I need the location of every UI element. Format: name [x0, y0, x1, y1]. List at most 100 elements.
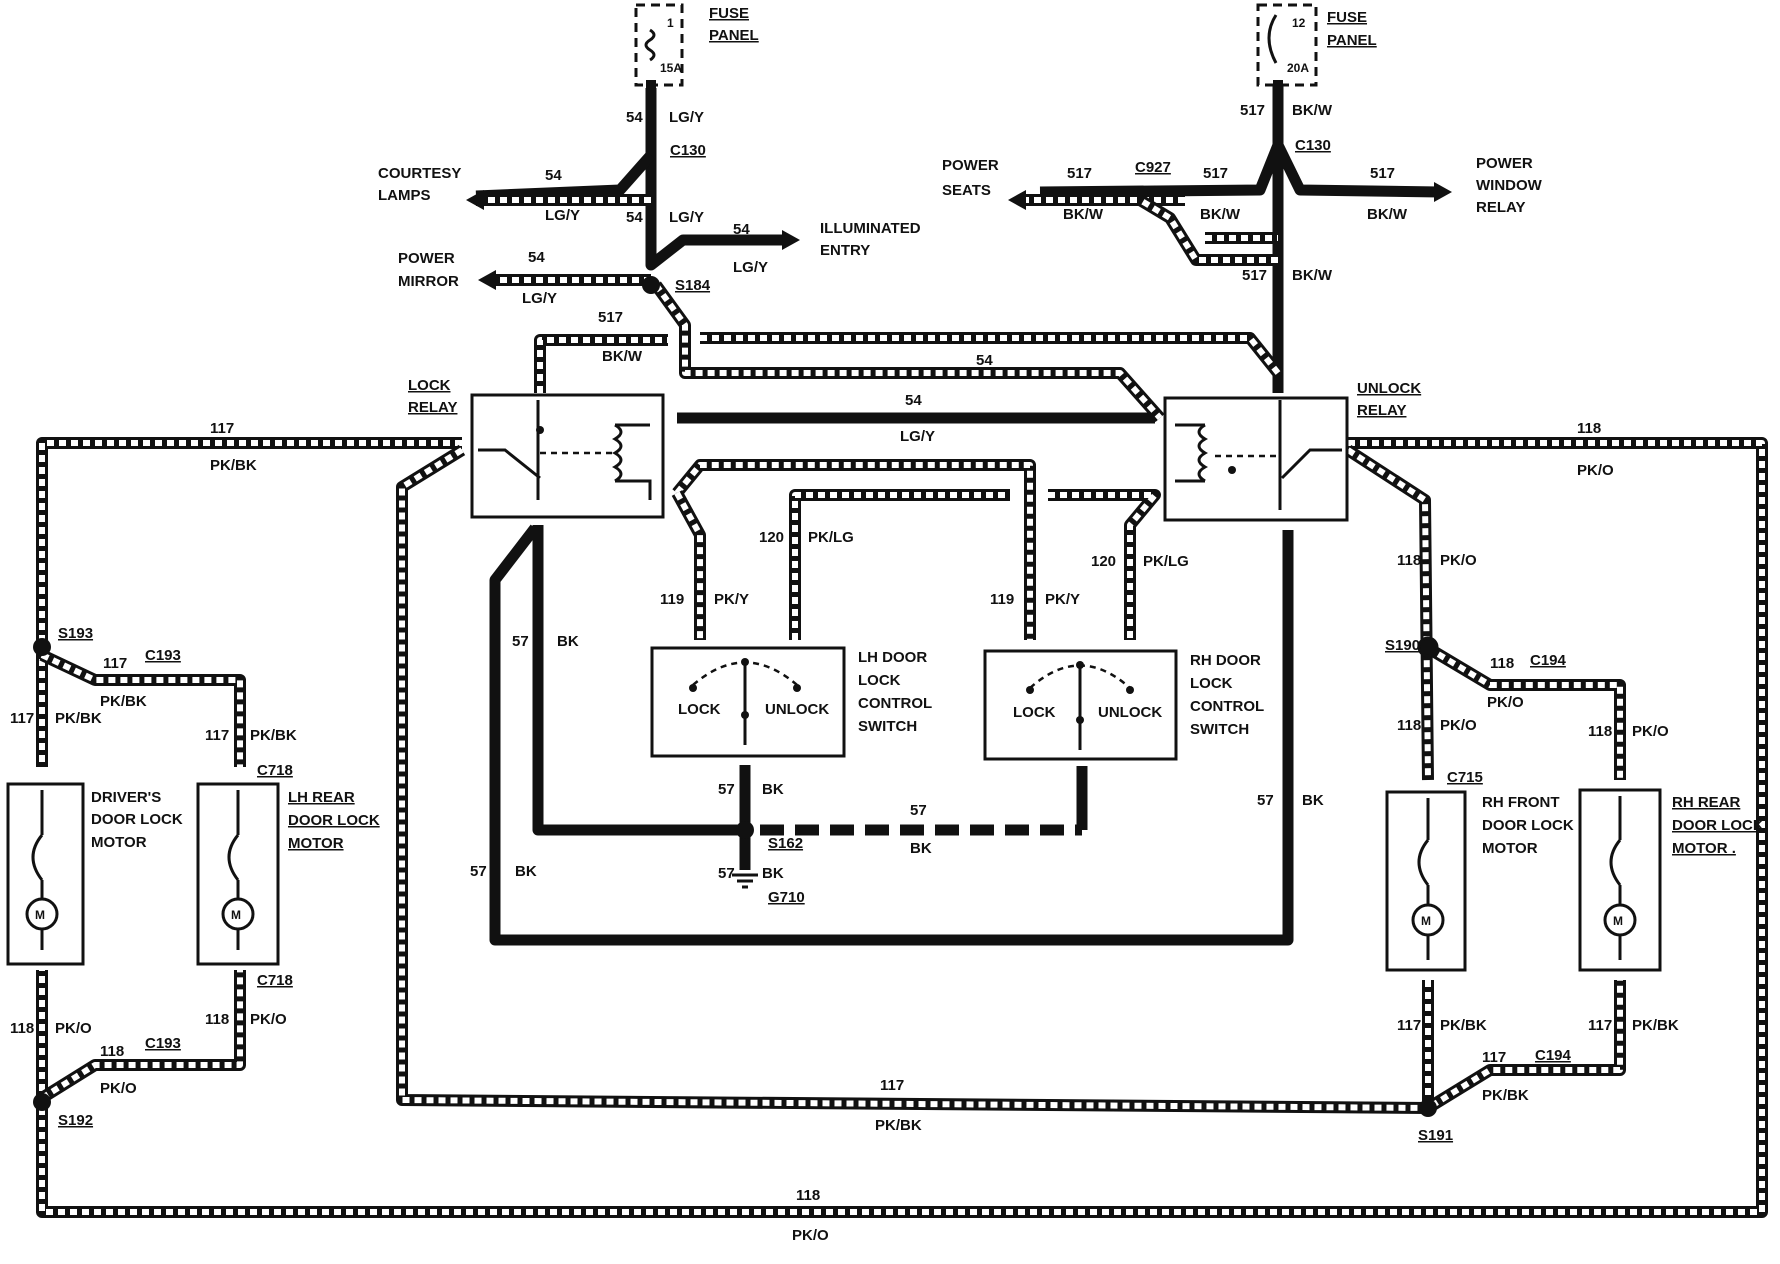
- svg-text:PK/O: PK/O: [1440, 552, 1477, 569]
- svg-text:C927: C927: [1135, 159, 1171, 176]
- svg-text:LOCK: LOCK: [858, 672, 901, 689]
- svg-text:BK: BK: [762, 781, 784, 798]
- svg-text:20A: 20A: [1287, 61, 1309, 75]
- svg-text:PK/LG: PK/LG: [808, 529, 854, 546]
- svg-text:118: 118: [205, 1011, 229, 1028]
- svg-text:LG/Y: LG/Y: [545, 207, 580, 224]
- svg-text:PK/BK: PK/BK: [1482, 1087, 1529, 1104]
- svg-text:119: 119: [660, 591, 684, 608]
- svg-text:RELAY: RELAY: [408, 399, 457, 416]
- component-labels: FUSE PANEL FUSE PANEL COURTESY LAMPS ILL…: [91, 5, 1764, 857]
- solid-wires: [475, 86, 1441, 946]
- lh-door-lock-control-switch: [650, 646, 846, 758]
- svg-text:DOOR LOCK: DOOR LOCK: [1672, 817, 1764, 834]
- rh-rear-door-lock-motor: M: [1578, 788, 1662, 972]
- connector-labels: C130 C130 C927 S184 S193 C193 C718 C718 …: [58, 137, 1572, 1144]
- svg-text:118: 118: [1490, 655, 1514, 672]
- svg-text:C194: C194: [1530, 652, 1567, 669]
- svg-text:117: 117: [205, 727, 229, 744]
- svg-text:57: 57: [512, 633, 529, 650]
- svg-text:BK/W: BK/W: [1063, 206, 1104, 223]
- svg-text:M: M: [1613, 914, 1623, 928]
- svg-text:PK/BK: PK/BK: [250, 727, 297, 744]
- svg-text:PK/O: PK/O: [100, 1080, 137, 1097]
- svg-text:LOCK: LOCK: [408, 377, 451, 394]
- svg-text:15A: 15A: [660, 61, 682, 75]
- svg-text:PK/Y: PK/Y: [714, 591, 749, 608]
- svg-text:54: 54: [733, 221, 750, 238]
- svg-text:M: M: [35, 908, 45, 922]
- svg-text:BK: BK: [910, 840, 932, 857]
- svg-text:PK/O: PK/O: [1440, 717, 1477, 734]
- svg-text:PK/BK: PK/BK: [1632, 1017, 1679, 1034]
- svg-text:PK/BK: PK/BK: [55, 710, 102, 727]
- unlock-relay: [1163, 396, 1349, 522]
- svg-text:54: 54: [528, 249, 545, 266]
- svg-text:C194: C194: [1535, 1047, 1572, 1064]
- svg-text:CONTROL: CONTROL: [858, 695, 932, 712]
- svg-text:517: 517: [598, 309, 623, 326]
- svg-text:POWER: POWER: [942, 157, 999, 174]
- svg-text:BK/W: BK/W: [1292, 267, 1333, 284]
- svg-text:ILLUMINATED: ILLUMINATED: [820, 220, 921, 237]
- svg-text:POWER: POWER: [1476, 155, 1533, 172]
- svg-text:FUSE: FUSE: [1327, 9, 1367, 26]
- svg-text:MIRROR: MIRROR: [398, 273, 459, 290]
- svg-text:SEATS: SEATS: [942, 182, 991, 199]
- svg-text:517: 517: [1203, 165, 1228, 182]
- svg-text:118: 118: [10, 1020, 34, 1037]
- svg-text:54: 54: [626, 209, 643, 226]
- svg-text:119: 119: [990, 591, 1014, 608]
- svg-text:UNLOCK: UNLOCK: [765, 701, 829, 718]
- svg-text:PK/O: PK/O: [250, 1011, 287, 1028]
- svg-text:POWER: POWER: [398, 250, 455, 267]
- svg-text:57: 57: [1257, 792, 1274, 809]
- svg-text:1: 1: [667, 16, 674, 30]
- svg-text:BK/W: BK/W: [602, 348, 643, 365]
- svg-text:117: 117: [1588, 1017, 1612, 1034]
- svg-text:LG/Y: LG/Y: [669, 209, 704, 226]
- svg-text:PK/O: PK/O: [792, 1227, 829, 1244]
- svg-text:WINDOW: WINDOW: [1476, 177, 1543, 194]
- svg-text:C718: C718: [257, 762, 293, 779]
- svg-text:UNLOCK: UNLOCK: [1098, 704, 1162, 721]
- svg-text:54: 54: [976, 352, 993, 369]
- svg-text:SWITCH: SWITCH: [1190, 721, 1249, 738]
- fuse-20a: 12 20A: [1256, 3, 1318, 90]
- svg-text:118: 118: [1588, 723, 1612, 740]
- svg-text:MOTOR: MOTOR: [288, 835, 344, 852]
- svg-text:M: M: [1421, 914, 1431, 928]
- svg-text:117: 117: [880, 1077, 904, 1094]
- svg-text:S184: S184: [675, 277, 711, 294]
- svg-text:PANEL: PANEL: [709, 27, 759, 44]
- svg-text:C715: C715: [1447, 769, 1483, 786]
- svg-text:120: 120: [1091, 553, 1116, 570]
- svg-text:ENTRY: ENTRY: [820, 242, 870, 259]
- svg-text:RH DOOR: RH DOOR: [1190, 652, 1261, 669]
- svg-text:PK/O: PK/O: [1632, 723, 1669, 740]
- svg-text:MOTOR: MOTOR: [1482, 840, 1538, 857]
- rh-front-door-lock-motor: M: [1385, 790, 1467, 972]
- svg-text:117: 117: [10, 710, 34, 727]
- svg-text:PK/BK: PK/BK: [100, 693, 147, 710]
- svg-text:54: 54: [545, 167, 562, 184]
- svg-text:PK/BK: PK/BK: [210, 457, 257, 474]
- striped-wires: [36, 194, 1768, 1218]
- svg-text:120: 120: [759, 529, 784, 546]
- svg-text:S193: S193: [58, 625, 93, 642]
- svg-text:BK/W: BK/W: [1200, 206, 1241, 223]
- svg-text:G710: G710: [768, 889, 805, 906]
- svg-text:LG/Y: LG/Y: [733, 259, 768, 276]
- svg-text:BK/W: BK/W: [1367, 206, 1408, 223]
- svg-text:C718: C718: [257, 972, 293, 989]
- svg-text:118: 118: [1397, 717, 1421, 734]
- splices: [33, 276, 1439, 1117]
- svg-text:117: 117: [1482, 1049, 1506, 1066]
- svg-text:517: 517: [1242, 267, 1267, 284]
- svg-text:PK/BK: PK/BK: [1440, 1017, 1487, 1034]
- svg-text:MOTOR: MOTOR: [91, 834, 147, 851]
- svg-text:LG/Y: LG/Y: [522, 290, 557, 307]
- svg-text:DOOR LOCK: DOOR LOCK: [1482, 817, 1574, 834]
- svg-text:LOCK: LOCK: [1190, 675, 1233, 692]
